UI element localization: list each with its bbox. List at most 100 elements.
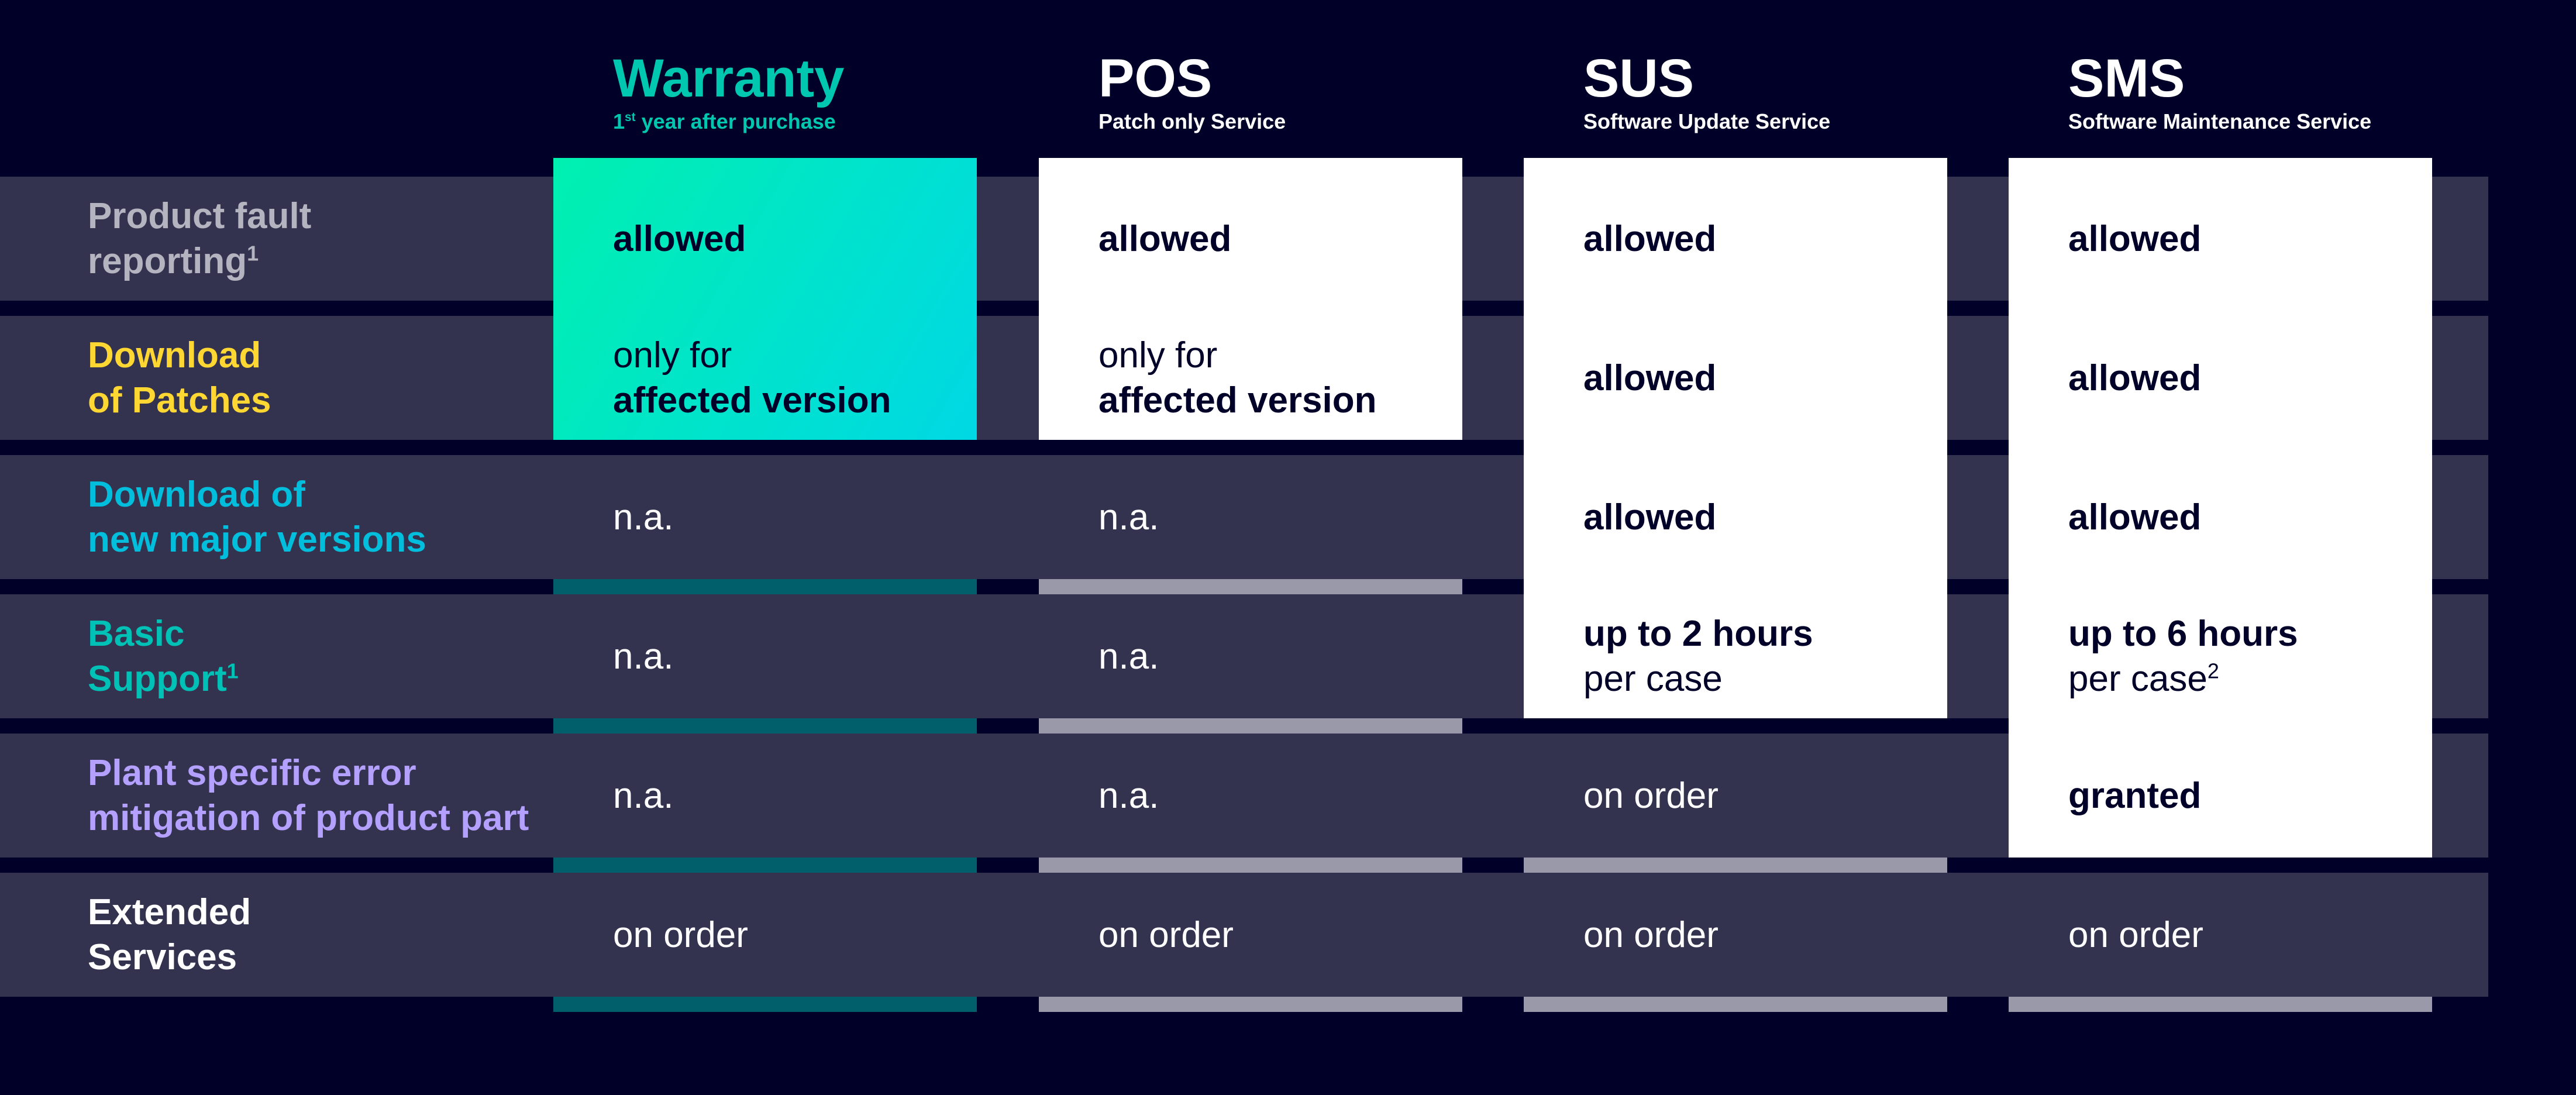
subtitle-text: 1 (613, 109, 625, 133)
pos-column-title: POS (1098, 49, 1213, 108)
cell-line: on order (1583, 775, 1719, 816)
row-label-line: Basic (88, 614, 185, 654)
cell-line-bold: allowed (2068, 497, 2202, 538)
row-label-line: reporting1 (88, 239, 311, 284)
cell-line: n.a. (1098, 497, 1159, 538)
row-label-text: of Patches (88, 380, 271, 421)
cell-line: on order (1583, 914, 1719, 955)
row-label-text: Support (88, 659, 227, 699)
cell-text: per case (2068, 659, 2207, 699)
row-label-text: reporting (88, 241, 247, 281)
warranty-cell-row-4: n.a. (613, 594, 977, 718)
sms-column-subtitle: Software Maintenance Service (2068, 108, 2371, 136)
cell-line: n.a. (1098, 636, 1159, 677)
pos-row-underline (1039, 718, 1462, 734)
pos-column-panel (1039, 158, 1462, 440)
row-label-text: new major versions (88, 519, 426, 560)
row-bar-6 (0, 873, 2488, 997)
subtitle-superscript: st (625, 111, 636, 124)
sms-cell-row-1: allowed (2068, 177, 2432, 301)
row-label-line: Support1 (88, 656, 239, 701)
cell-line-bold: up to 6 hours (2068, 614, 2298, 654)
subtitle-text: Software Maintenance Service (2068, 109, 2372, 133)
cell-line: n.a. (613, 636, 674, 677)
warranty-cell-row-5: n.a. (613, 734, 977, 858)
subtitle-text: Patch only Service (1098, 109, 1286, 133)
row-label-text: mitigation of product part (88, 798, 529, 838)
sms-cell-row-5: granted (2068, 734, 2432, 858)
sus-cell-row-4: up to 2 hours per case (1583, 594, 1947, 718)
row-label-line: Product fault (88, 196, 312, 236)
pos-cell-row-6: on order (1098, 873, 1462, 997)
warranty-column-title: Warranty (613, 49, 845, 108)
cell-line: on order (1098, 914, 1234, 955)
cell-line: n.a. (1098, 775, 1159, 816)
cell-line-bold: granted (2068, 775, 2202, 816)
pos-cell-row-1: allowed (1098, 177, 1462, 301)
cell-line-bold: allowed (1583, 218, 1717, 259)
row-label-line: Services (88, 935, 251, 980)
sus-cell-row-1: allowed (1583, 177, 1947, 301)
cell-line: on order (613, 914, 748, 955)
cell-line-bold: allowed (2068, 357, 2202, 398)
footnote-marker: 2 (2207, 659, 2219, 683)
cell-line: per case2 (2068, 656, 2432, 701)
warranty-row-underline (553, 997, 977, 1012)
sus-row-underline (1524, 858, 1947, 873)
sms-cell-row-6: on order (2068, 873, 2432, 997)
sus-column-panel (1524, 158, 1947, 718)
warranty-column-subtitle: 1st year after purchase (613, 108, 844, 136)
footnote-marker: 1 (226, 659, 239, 683)
pos-cell-row-3: n.a. (1098, 455, 1462, 579)
cell-line-bold: up to 2 hours (1583, 614, 1813, 654)
cell-line-bold: allowed (1583, 497, 1717, 538)
cell-line-bold: allowed (1583, 357, 1717, 398)
pos-cell-row-4: n.a. (1098, 594, 1462, 718)
footnote-marker: 1 (247, 241, 259, 266)
row-label-5: Plant specific error mitigation of produc… (88, 734, 529, 858)
cell-line: n.a. (613, 775, 674, 816)
warranty-row-underline (553, 718, 977, 734)
sms-row-underline (2009, 997, 2432, 1012)
pos-row-underline (1039, 858, 1462, 873)
row-label-line: Download of (88, 474, 305, 515)
cell-line: only for (613, 335, 732, 376)
cell-text: per case (1583, 659, 1723, 699)
pos-cell-row-5: n.a. (1098, 734, 1462, 858)
sus-cell-row-3: allowed (1583, 455, 1947, 579)
row-label-text: Services (88, 937, 237, 977)
sus-column-title: SUS (1583, 49, 1695, 108)
pos-row-underline (1039, 997, 1462, 1012)
cell-line-bold: allowed (2068, 218, 2202, 259)
cell-line: n.a. (613, 497, 674, 538)
cell-line-bold: allowed (613, 218, 746, 259)
pos-row-underline (1039, 579, 1462, 594)
row-label-line: Extended (88, 892, 252, 932)
cell-line-bold: affected version (1098, 380, 1377, 421)
sms-cell-row-2: allowed (2068, 316, 2432, 440)
cell-line: only for (1098, 335, 1218, 376)
warranty-cell-row-3: n.a. (613, 455, 977, 579)
row-label-line: new major versions (88, 517, 426, 562)
sms-column-title: SMS (2068, 49, 2185, 108)
sus-column-subtitle: Software Update Service (1583, 108, 1830, 136)
row-label-line: Plant specific error (88, 753, 416, 793)
subtitle-text: Software Update Service (1583, 109, 1831, 133)
warranty-column-panel (553, 158, 977, 440)
sus-row-underline (1524, 997, 1947, 1012)
cell-line-bold: allowed (1098, 218, 1232, 259)
warranty-cell-row-1: allowed (613, 177, 977, 301)
warranty-row-underline (553, 579, 977, 594)
pos-column-subtitle: Patch only Service (1098, 108, 1286, 136)
subtitle-text: year after purchase (635, 109, 836, 133)
